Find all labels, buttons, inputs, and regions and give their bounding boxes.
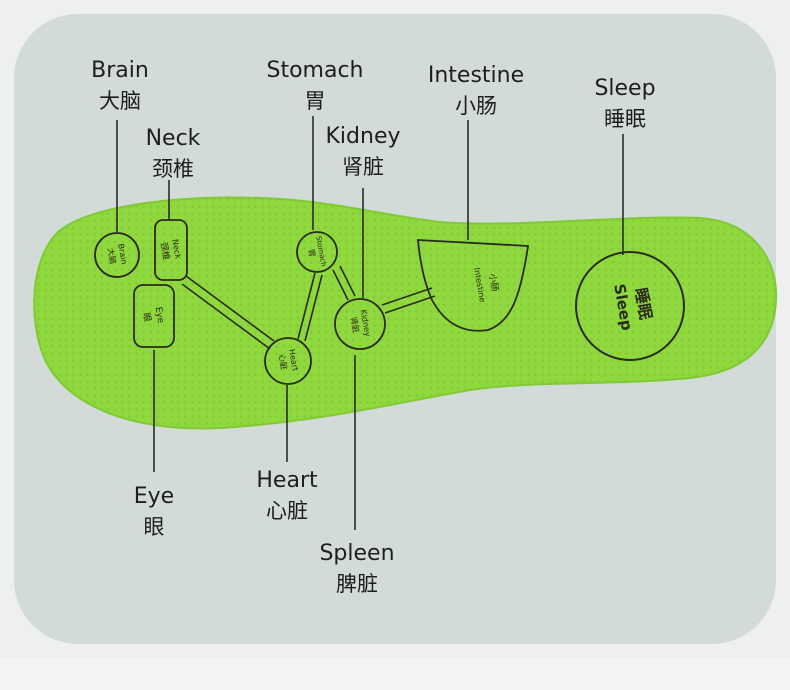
eye-mark: Eye 眼 (133, 284, 175, 348)
neck-mark-zh: 颈椎 (158, 241, 173, 261)
eye-mark-en: Eye (153, 306, 166, 324)
label-kidney-zh: 肾脏 (341, 155, 384, 179)
heart-mark: Heart 心脏 (264, 337, 312, 385)
leader-lines (116, 116, 624, 530)
intestine-mark: Intestine 小肠 (417, 239, 530, 332)
label-stomach-zh: 胃 (304, 89, 326, 113)
label-neck-zh: 颈椎 (151, 157, 194, 181)
label-intestine-zh: 小肠 (455, 94, 497, 118)
label-heart: Heart 心脏 (256, 466, 317, 526)
label-brain-zh: 大脑 (99, 89, 141, 113)
label-brain: Brain 大脑 (91, 56, 149, 116)
label-intestine-en: Intestine (427, 63, 525, 88)
heart-mark-en: Heart (287, 348, 300, 371)
eye-mark-zh: 眼 (140, 312, 152, 323)
label-spleen: Spleen 脾脏 (319, 539, 394, 599)
label-heart-zh: 心脏 (265, 499, 308, 523)
brain-mark: Brain 大脑 (94, 232, 140, 278)
label-intestine: Intestine 小肠 (428, 61, 524, 121)
kidney-mark: Kidney 肾脏 (334, 298, 386, 350)
label-spleen-en: Spleen (319, 541, 395, 566)
label-brain-en: Brain (91, 58, 149, 83)
brain-mark-zh: 大脑 (106, 247, 119, 264)
label-heart-en: Heart (256, 468, 318, 493)
label-kidney-en: Kidney (325, 124, 401, 149)
heart-mark-zh: 心脏 (277, 353, 290, 370)
intestine-mark-zh: 小肠 (486, 273, 500, 293)
neck-mark-en: Neck (170, 238, 182, 260)
label-stomach-en: Stomach (266, 58, 364, 83)
connection-lines (181, 265, 436, 350)
brain-mark-en: Brain (116, 243, 129, 265)
label-neck: Neck 颈椎 (146, 124, 201, 184)
stomach-mark-zh: 胃 (306, 248, 316, 257)
label-spleen-zh: 脾脏 (336, 572, 378, 596)
label-stomach: Stomach 胃 (266, 56, 363, 116)
neck-mark: Neck 颈椎 (154, 219, 188, 281)
label-eye-zh: 眼 (143, 515, 165, 539)
label-kidney: Kidney 肾脏 (325, 122, 400, 182)
bottom-band (0, 658, 790, 690)
label-neck-en: Neck (145, 126, 201, 151)
insole (33, 196, 778, 430)
label-sleep: Sleep 睡眠 (594, 74, 655, 134)
label-sleep-zh: 睡眠 (604, 107, 646, 131)
label-eye-en: Eye (133, 484, 175, 509)
label-eye: Eye 眼 (134, 482, 174, 542)
kidney-mark-zh: 肾脏 (349, 316, 362, 333)
label-sleep-en: Sleep (594, 76, 656, 101)
